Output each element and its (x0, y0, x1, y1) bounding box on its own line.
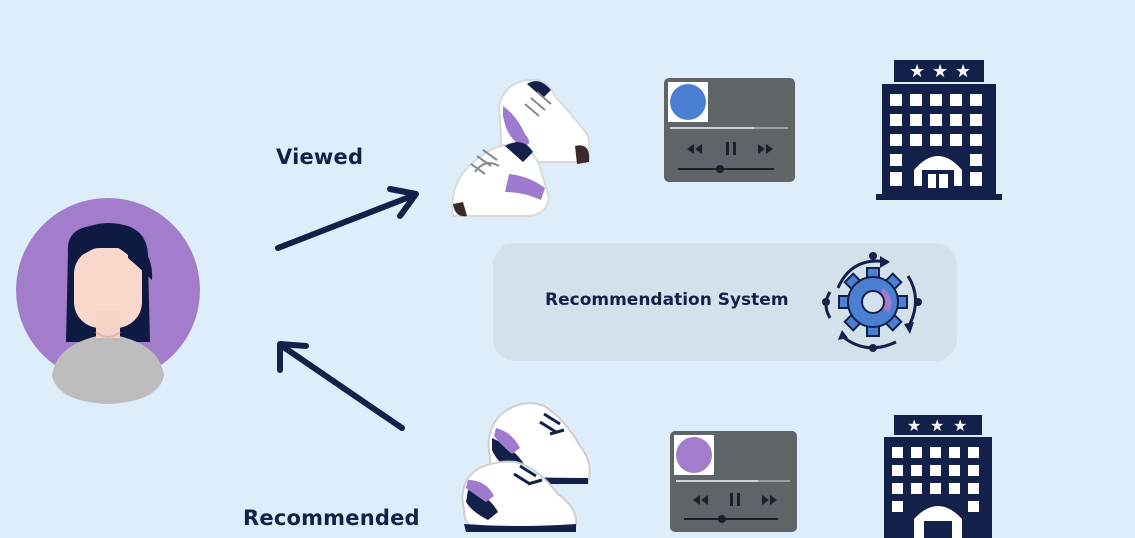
sneakers-icon (461, 402, 591, 532)
sneakers-icon (451, 78, 591, 217)
recommended-label: Recommended (243, 506, 420, 530)
media-player-icon (664, 78, 795, 182)
recommended-arrow (277, 341, 405, 431)
gear-cycle-icon (822, 252, 922, 352)
svg-text:★: ★ (930, 416, 944, 435)
hotel-building-icon: ★ ★ ★ (884, 415, 992, 538)
svg-text:★: ★ (955, 61, 971, 82)
svg-text:★: ★ (953, 416, 967, 435)
user-avatar (16, 198, 200, 404)
recommendation-system-title: Recommendation System (545, 290, 789, 310)
svg-text:★: ★ (932, 61, 948, 82)
viewed-arrow (275, 186, 419, 251)
viewed-label: Viewed (276, 145, 364, 169)
svg-text:★: ★ (907, 416, 921, 435)
svg-text:★: ★ (909, 61, 925, 82)
hotel-building-icon: ★ ★ ★ (876, 60, 1002, 200)
media-player-icon (670, 431, 797, 532)
